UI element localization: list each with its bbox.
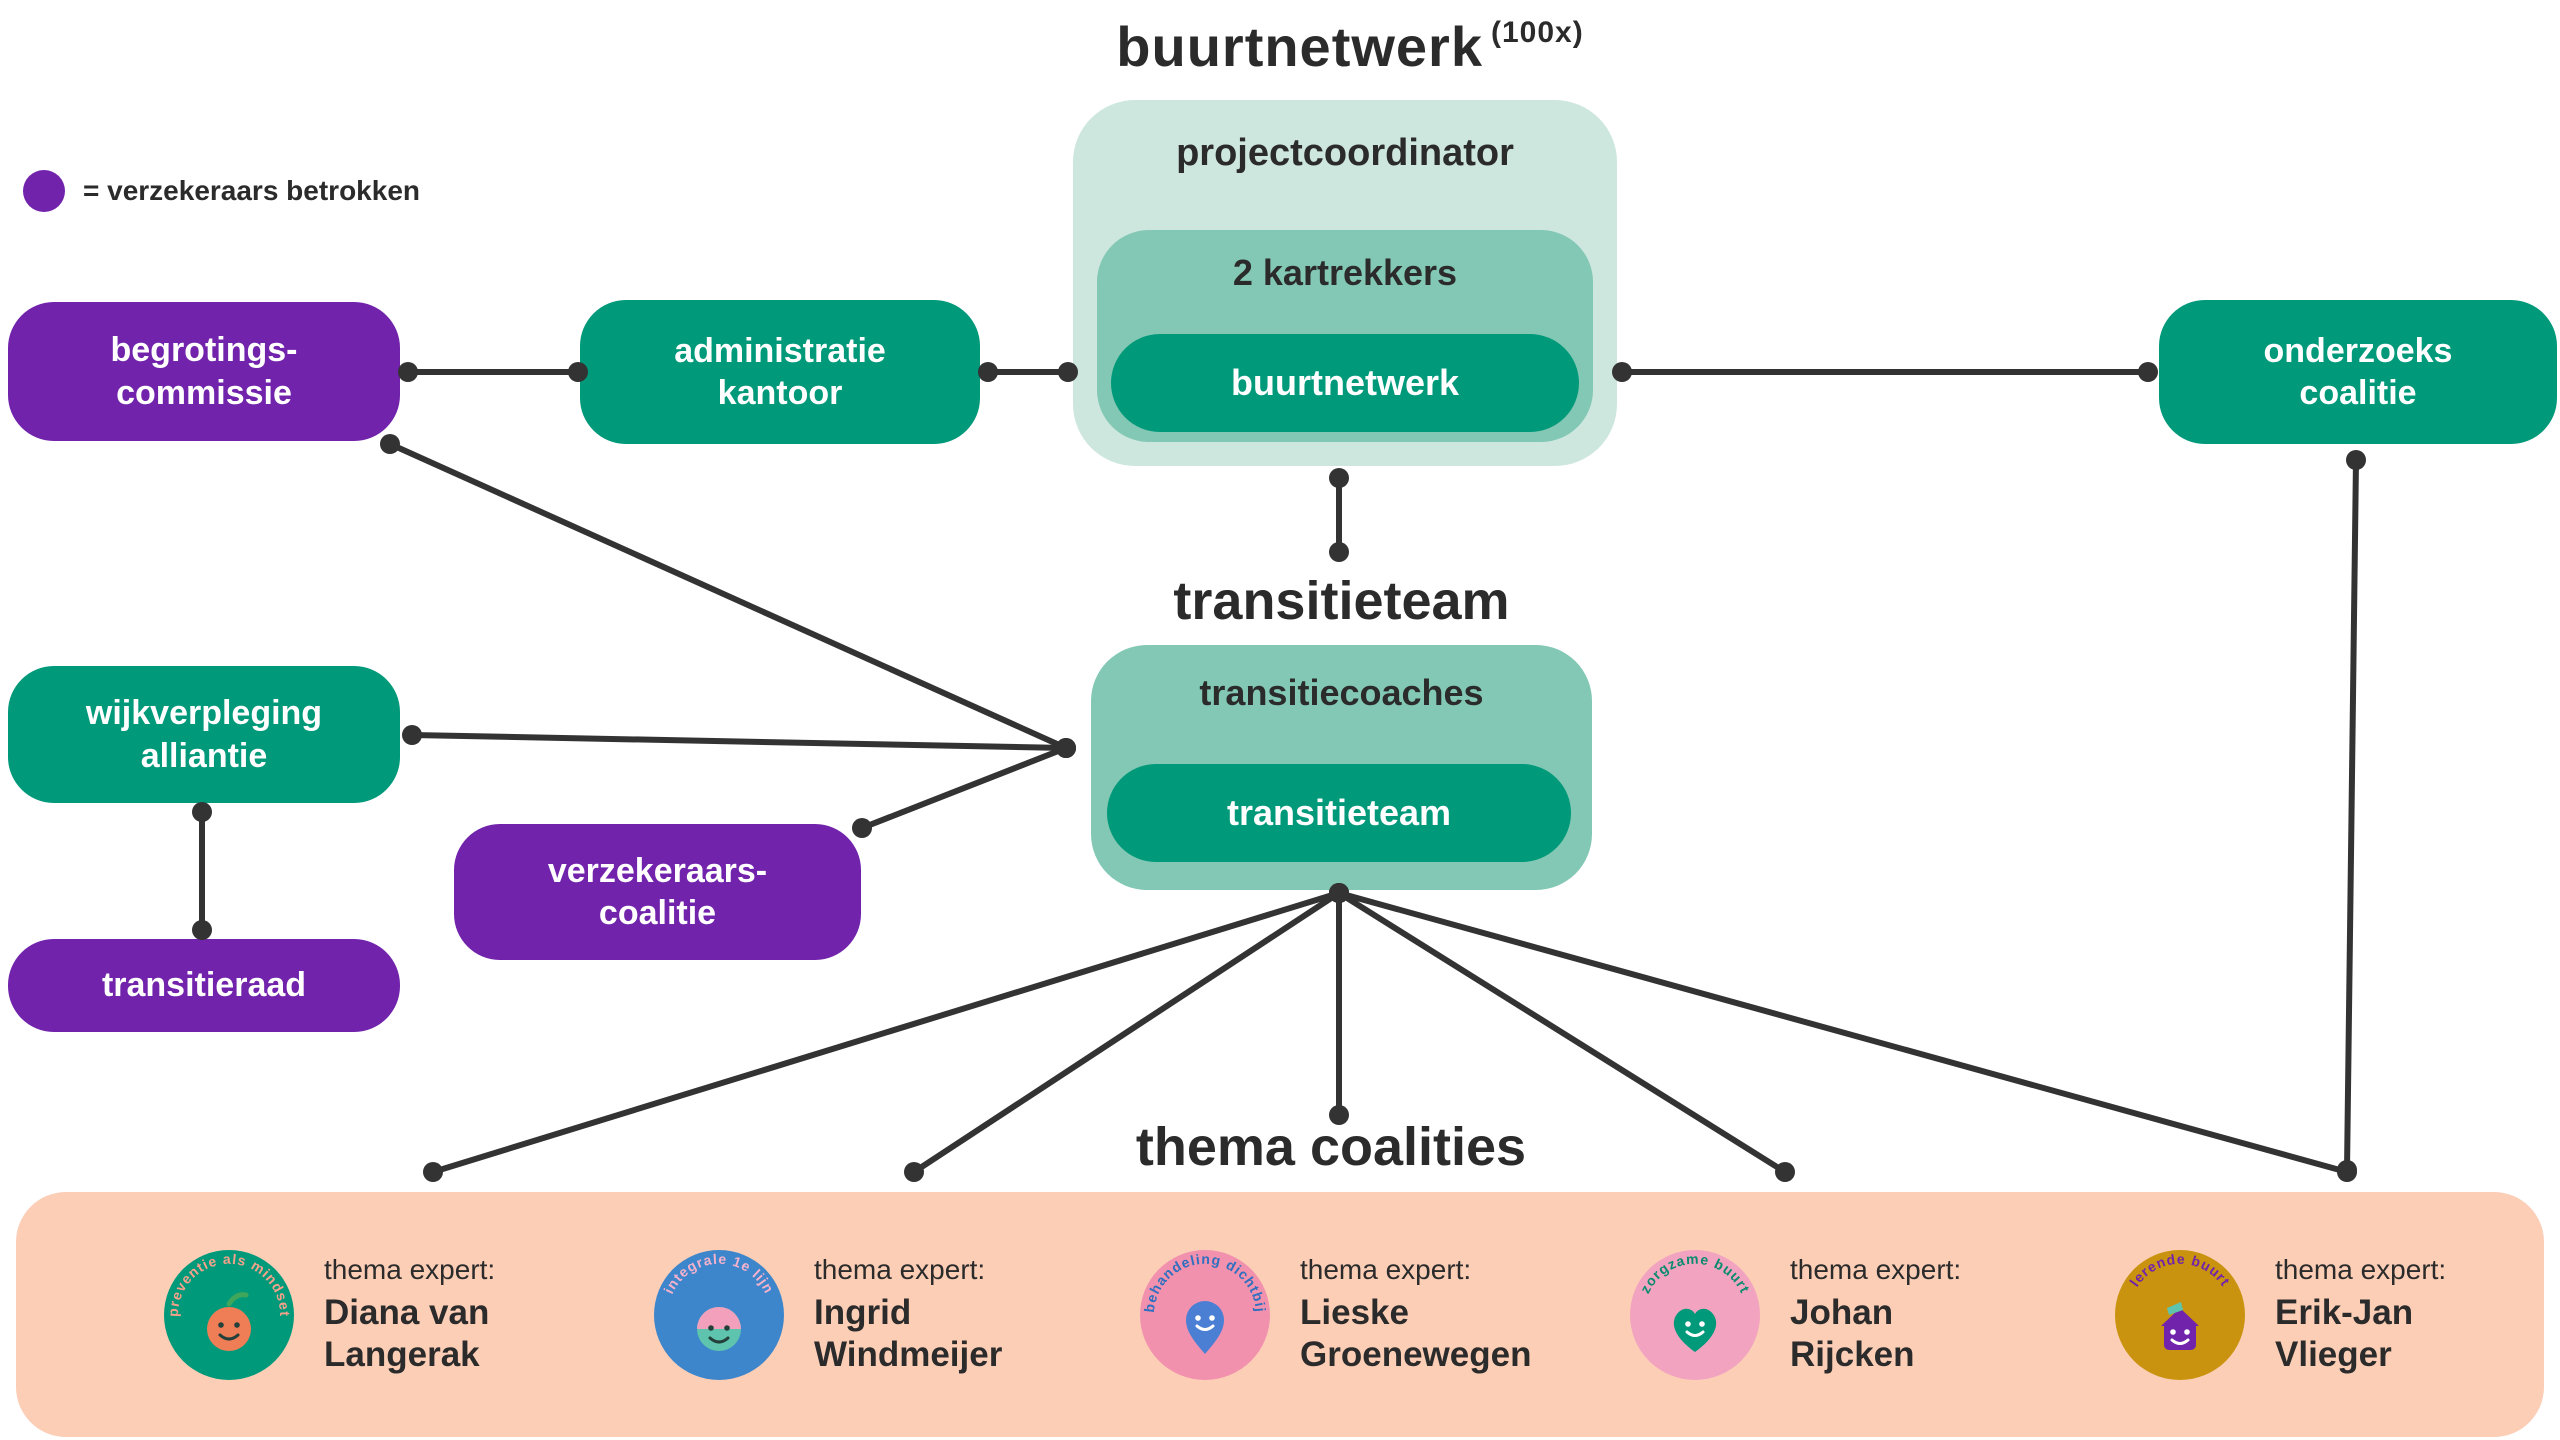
node-kartrekkers-label: 2 kartrekkers bbox=[1232, 252, 1458, 293]
expert-text: thema expert: Diana van Langerak bbox=[324, 1254, 495, 1376]
zorgzame-buurt-badge: zorgzame buurt bbox=[1630, 1250, 1760, 1380]
expert-label: thema expert: bbox=[1790, 1254, 1962, 1285]
smiley-face-icon bbox=[697, 1307, 741, 1351]
expert-text: thema expert: Lieske Groenewegen bbox=[1300, 1254, 1531, 1376]
apple-smiley-icon bbox=[207, 1292, 251, 1351]
expert-name: Erik-Jan Vlieger bbox=[2275, 1293, 2414, 1374]
expert-label: thema expert: bbox=[324, 1254, 496, 1285]
node-transitieteam: transitieteam bbox=[1107, 764, 1571, 862]
buurtnetwerk-title: buurtnetwerk(100x) bbox=[1000, 14, 1700, 79]
expert-label: thema expert: bbox=[1300, 1254, 1472, 1285]
node-projectcoordinator-label: projectcoordinator bbox=[1176, 132, 1514, 174]
house-smiley-icon bbox=[2161, 1302, 2199, 1350]
legend-purple-dot-icon bbox=[23, 170, 65, 212]
expert-name: Johan Rijcken bbox=[1790, 1293, 1915, 1374]
transitieteam-title: transitieteam bbox=[1173, 571, 1510, 631]
thema-coalities-title: thema coalities bbox=[1135, 1117, 1527, 1177]
node-transitiecoaches-label: transitiecoaches bbox=[1199, 672, 1484, 713]
lerende-buurt-badge: lerende buurt bbox=[2115, 1250, 2245, 1380]
expert-card-ingrid: integrale 1e lijn thema expert: Ingrid W… bbox=[654, 1250, 1002, 1380]
node-buurtnetwerk: buurtnetwerk bbox=[1111, 334, 1579, 432]
expert-card-lieske: behandeling dichtbij thema expert: Liesk… bbox=[1140, 1250, 1531, 1380]
expert-name: Ingrid Windmeijer bbox=[814, 1293, 1003, 1374]
buurtnetwerk-title-text: buurtnetwerk bbox=[1116, 15, 1483, 78]
node-onderzoekscoalitie: onderzoeks coalitie bbox=[2159, 300, 2557, 444]
expert-name: Lieske Groenewegen bbox=[1300, 1293, 1532, 1374]
expert-name: Diana van Langerak bbox=[324, 1293, 490, 1374]
heart-smiley-icon bbox=[1673, 1308, 1717, 1352]
expert-card-johan: zorgzame buurt thema expert: Johan Rijck… bbox=[1630, 1250, 1961, 1380]
integrale-eerste-lijn-badge: integrale 1e lijn bbox=[654, 1250, 784, 1380]
node-verzekeraarscoalitie: verzekeraars- coalitie bbox=[454, 824, 861, 960]
node-transitieraad: transitieraad bbox=[8, 939, 400, 1032]
expert-label: thema expert: bbox=[2275, 1254, 2447, 1285]
buurtnetwerk-count-label: (100x) bbox=[1490, 16, 1584, 50]
behandeling-dichtbij-badge: behandeling dichtbij bbox=[1140, 1250, 1270, 1380]
expert-card-diana: preventie als mindset thema expert: Dian… bbox=[164, 1250, 495, 1380]
legend-label: = verzekeraars betrokken bbox=[83, 175, 420, 206]
expert-card-erik-jan: lerende buurt thema expert: Erik-Jan Vli… bbox=[2115, 1250, 2446, 1380]
node-wijkverpleging-alliantie: wijkverpleging alliantie bbox=[8, 666, 400, 803]
expert-text: thema expert: Ingrid Windmeijer bbox=[814, 1254, 1002, 1376]
node-administratiekantoor: administratie kantoor bbox=[580, 300, 980, 444]
expert-label: thema expert: bbox=[814, 1254, 986, 1285]
legend: = verzekeraars betrokken bbox=[23, 170, 420, 212]
preventie-als-mindset-badge: preventie als mindset bbox=[164, 1250, 294, 1380]
node-begrotingscommissie: begrotings- commissie bbox=[8, 302, 400, 441]
expert-text: thema expert: Johan Rijcken bbox=[1790, 1254, 1961, 1376]
expert-text: thema expert: Erik-Jan Vlieger bbox=[2275, 1254, 2446, 1376]
map-pin-smiley-icon bbox=[1186, 1300, 1224, 1354]
